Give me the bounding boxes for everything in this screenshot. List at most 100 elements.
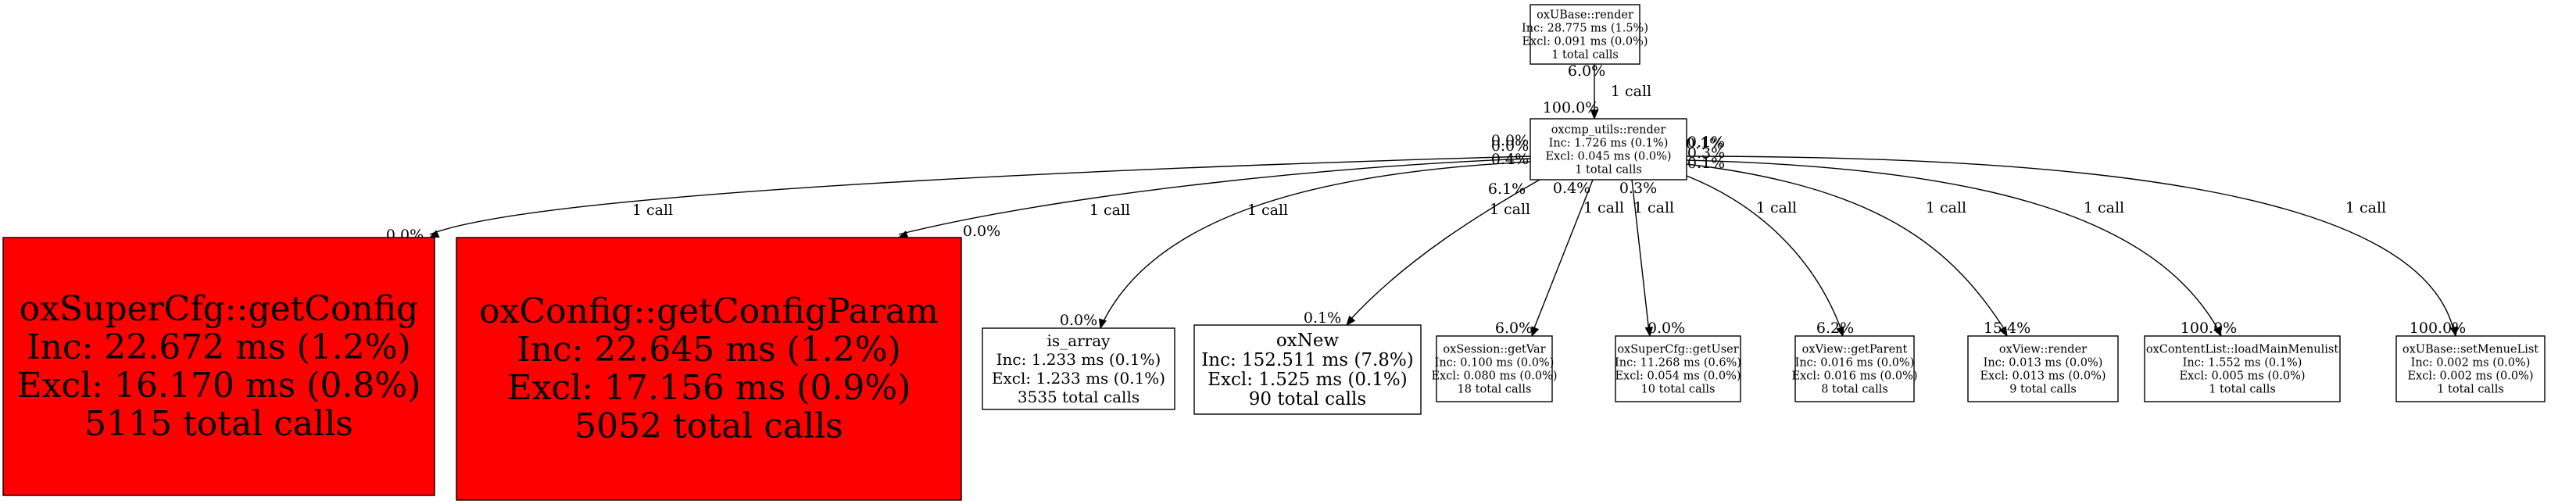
node-function-name: oxNew (1276, 331, 1340, 351)
node-inclusive-time: Inc: 22.672 ms (1.2%) (27, 327, 411, 367)
node-function-name: oxConfig::getConfigParam (479, 291, 939, 331)
edge-head-percent: 0.1% (1304, 309, 1341, 327)
node-function-name: oxContentList::loadMainMenulist (2146, 344, 2339, 356)
node-box (1193, 324, 1422, 415)
edge-line (1348, 179, 1540, 322)
node-box (1615, 335, 1741, 402)
arrow-head-icon (1531, 326, 1540, 338)
node-function-name: is_array (1047, 331, 1111, 350)
node-inclusive-time: Inc: 11.268 ms (0.6%) (1615, 357, 1741, 370)
node-call-count: 1 total calls (1551, 49, 1619, 62)
node-function-name: oxSuperCfg::getUser (1617, 344, 1738, 356)
node-inclusive-time: Inc: 0.100 ms (0.0%) (1435, 357, 1555, 370)
edge-line (1101, 161, 1531, 325)
edge-head-percent: 100.0% (1543, 99, 1599, 116)
node-inclusive-time: Inc: 0.013 ms (0.0%) (1984, 357, 2103, 370)
edge-call-label: 1 call (1756, 199, 1797, 216)
node-box (456, 237, 962, 501)
node-call-count: 1 total calls (2209, 384, 2276, 396)
edge-call-label: 1 call (2345, 199, 2386, 216)
node-box (1794, 335, 1915, 402)
node-box (1967, 335, 2119, 402)
edge-line (429, 155, 1531, 235)
node-exclusive-time: Excl: 0.045 ms (0.0%) (1545, 151, 1671, 163)
node-inclusive-time: Inc: 1.552 ms (0.1%) (2183, 357, 2302, 370)
node-call-count: 3535 total calls (1018, 388, 1140, 406)
node-function-name: oxUBase::render (1537, 9, 1633, 22)
edge-tail-percent: 0.3% (1619, 180, 1657, 197)
edge-line (1631, 179, 1650, 333)
edge-call-label: 1 call (1490, 201, 1530, 218)
node-function-name: oxView::render (1999, 344, 2087, 356)
edge-tail-percent: 0.0% (1491, 132, 1529, 149)
edge-tail-percent: 0.4% (1553, 180, 1590, 197)
node-function-name: oxcmp_utils::render (1551, 124, 1666, 137)
node-box (2395, 335, 2546, 402)
arrow-head-icon (1644, 327, 1654, 338)
node-call-count: 9 total calls (2009, 384, 2077, 396)
arrow-head-icon (1998, 326, 2008, 338)
node-inclusive-time: Inc: 28.775 ms (1.5%) (1522, 23, 1648, 35)
edge-oxubase-render-to-oxcmp-utils-render: 1 call 6.0% 100.0% (1543, 63, 1651, 120)
edge-oxcmp-utils-render-to-oxview-getparent: 1 call 0.1% 6.2% (1686, 135, 1854, 338)
arrow-head-icon (2449, 326, 2459, 338)
node-inclusive-time: Inc: 152.511 ms (7.8%) (1201, 350, 1414, 370)
edge-line (1686, 163, 2007, 333)
arrow-head-icon (1346, 315, 1356, 327)
node-call-count: 10 total calls (1641, 384, 1716, 396)
node-exclusive-time: Excl: 0.080 ms (0.0%) (1431, 370, 1557, 383)
node-exclusive-time: Excl: 0.091 ms (0.0%) (1522, 36, 1648, 48)
edge-tail-percent: 6.0% (1568, 63, 1605, 80)
node-exclusive-time: Excl: 0.005 ms (0.0%) (2179, 370, 2305, 383)
edge-tail-percent: 0.0% (1491, 138, 1529, 155)
edge-call-label: 1 call (632, 202, 673, 219)
node-call-count: 1 total calls (1575, 164, 1642, 177)
edge-head-percent: 0.0% (963, 223, 1000, 240)
node-function-name: oxSuperCfg::getConfig (20, 289, 419, 329)
arrow-head-icon (2213, 326, 2222, 338)
edge-head-percent: 6.2% (1816, 320, 1854, 337)
node-call-count: 1 total calls (2437, 384, 2504, 396)
node-box (982, 327, 1175, 410)
arrow-head-icon (1098, 318, 1107, 330)
edge-tail-percent: 0.4% (1491, 151, 1529, 168)
node-box (1436, 335, 1553, 402)
node-exclusive-time: Excl: 0.002 ms (0.0%) (2407, 370, 2533, 383)
edge-call-label: 1 call (1611, 83, 1651, 100)
edge-call-label: 1 call (1583, 199, 1624, 216)
edge-tail-percent: 0.1% (1686, 135, 1723, 152)
node-call-count: 90 total calls (1249, 389, 1366, 409)
node-inclusive-time: Inc: 22.645 ms (1.2%) (517, 330, 901, 370)
node-exclusive-time: Excl: 0.054 ms (0.0%) (1615, 370, 1741, 383)
arrow-head-icon (1836, 326, 1844, 338)
node-exclusive-time: Excl: 1.233 ms (0.1%) (992, 369, 1165, 388)
node-function-name: oxSession::getVar (1443, 344, 1545, 356)
edge-call-label: 1 call (2084, 199, 2124, 216)
node-exclusive-time: Excl: 17.156 ms (0.9%) (507, 368, 911, 408)
edge-line (1686, 159, 2220, 333)
node-inclusive-time: Inc: 1.726 ms (0.1%) (1549, 138, 1669, 150)
